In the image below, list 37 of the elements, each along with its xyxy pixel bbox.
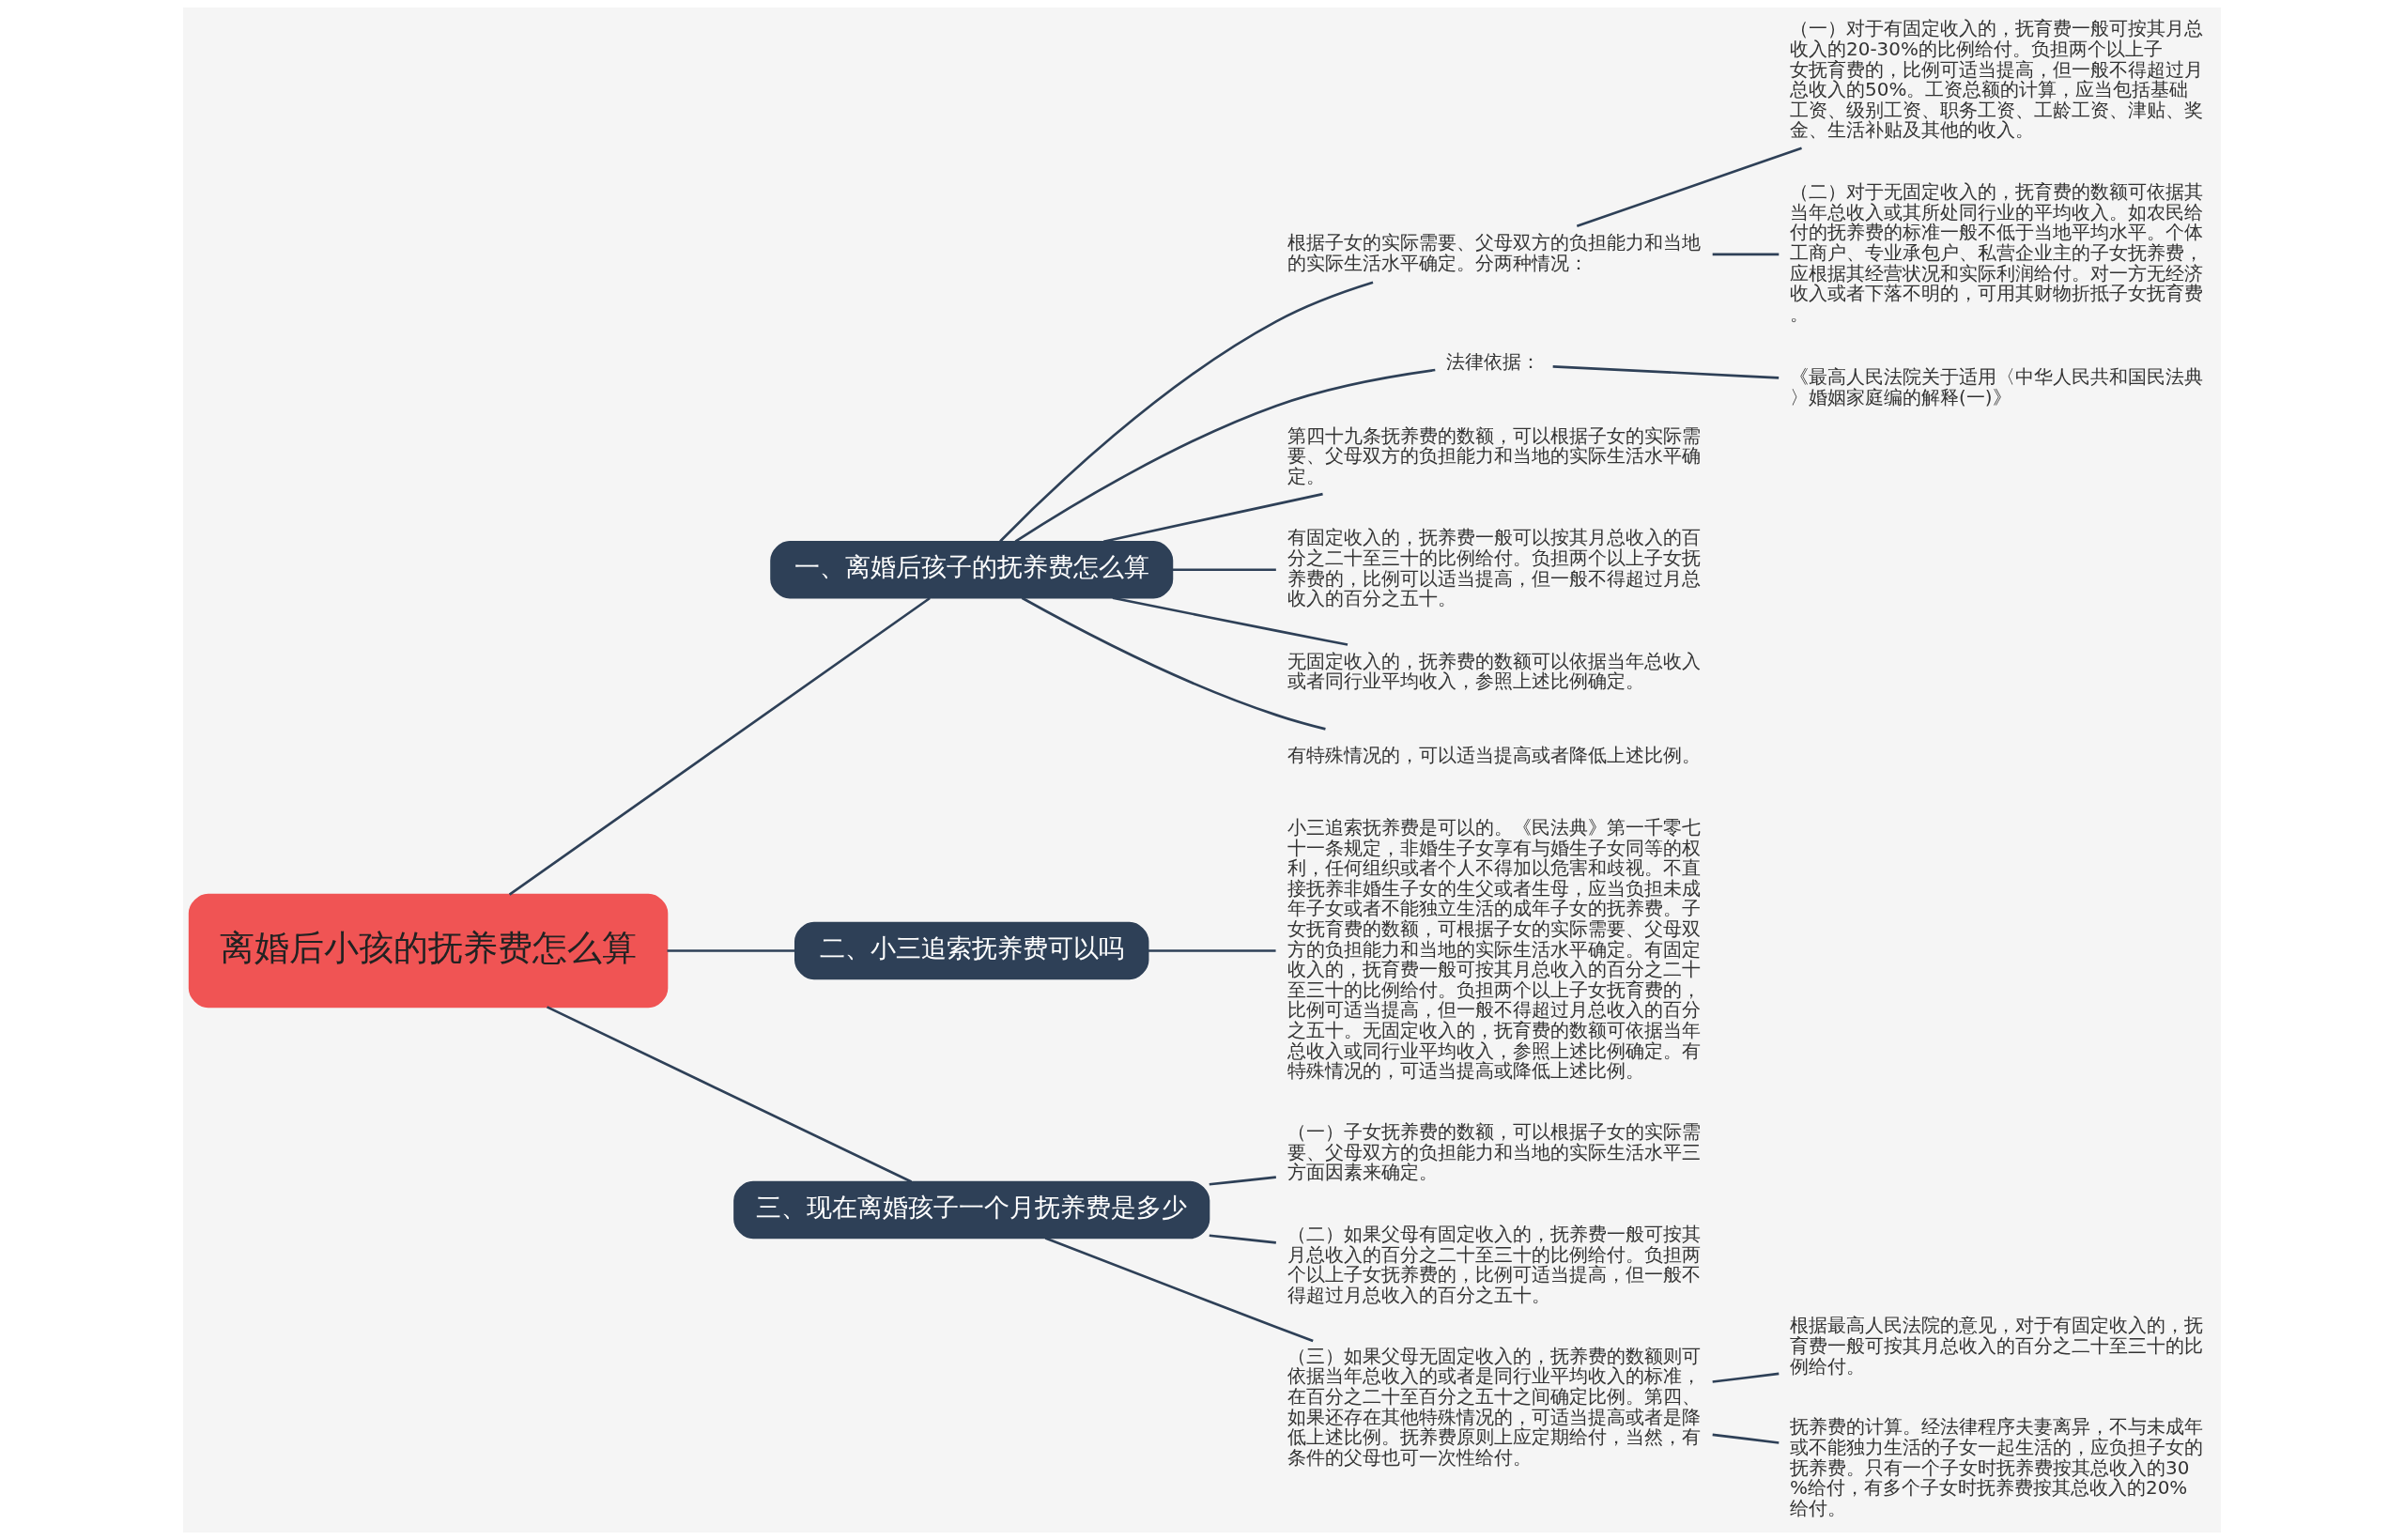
node-box: 二、小三追索抚养费可以吗: [794, 921, 1149, 980]
node-text: （一）子女抚养费的数额，可以根据子女的实际需要、父母双方的负担能力和当地的实际生活水平三方面因素来确定。: [1287, 1120, 1701, 1184]
connector: [667, 949, 795, 952]
connector: [1209, 1234, 1276, 1244]
connector: [1209, 1176, 1276, 1186]
node-box: 一、离婚后孩子的抚养费怎么算: [770, 540, 1174, 599]
node-text: 有特殊情况的，可以适当提高或者降低上述比例。: [1287, 744, 1701, 767]
connector: [1112, 596, 1348, 646]
node-text: （一）对于有固定收入的，抚育费一般可按其月总收入的20-30%的比例给付。负担两个以上子女抚育费的，比例可适当提高，但一般不得超过月总收入的50%。工资总额的计算，应当包括基础工资、级别工资、职务工资、工龄工资、津贴、奖金、生活补贴及其他的收入。: [1790, 17, 2204, 142]
node-text: （二）如果父母有固定收入的，抚养费一般可按其月总收入的百分之二十至三十的比例给付。负担两个以上子女抚养费的，比例可适当提高，但一般不得超过月总收入的百分之五十。: [1287, 1223, 1701, 1306]
connector: [1172, 568, 1276, 572]
connector: [1712, 1433, 1780, 1444]
connector: [1712, 1372, 1780, 1383]
connector: [1576, 146, 1802, 228]
connector: [1102, 492, 1323, 543]
node-text: 《最高人民法院关于适用〈中华人民共和国民法典〉婚姻家庭编的解释(一)》: [1790, 365, 2204, 408]
node-text: 根据子女的实际需要、父母双方的负担能力和当地的实际生活水平确定。分两种情况：: [1287, 231, 1701, 274]
connector: [1712, 253, 1780, 256]
node-text: 第四十九条抚养费的数额，可以根据子女的实际需要、父母双方的负担能力和当地的实际生活水平确定。: [1287, 424, 1701, 487]
connector: [508, 596, 931, 896]
connector: [1552, 365, 1780, 379]
node-text: 有固定收入的，抚养费一般可以按其月总收入的百分之二十至三十的比例给付。负担两个以上子女抚养费的，比例可以适当提高，但一般不得超过月总收入的百分之五十。: [1287, 526, 1701, 610]
connector: [1044, 1237, 1314, 1343]
node-text: 抚养费的计算。经法律程序夫妻离异，不与未成年或不能独力生活的子女一起生活的，应负担子女的抚养费。只有一个子女时抚养费按其总收入的30%给付，有多个子女时抚养费按其总收入的20%给付。: [1790, 1415, 2204, 1519]
connector: [1014, 368, 1436, 543]
connector: [547, 1006, 913, 1183]
connector: [1148, 949, 1276, 952]
node-box: 三、现在离婚孩子一个月抚养费是多少: [733, 1180, 1210, 1240]
connector: [999, 281, 1374, 543]
node-text: （二）对于无固定收入的，抚育费的数额可依据其当年总收入或其所处同行业的平均收入。如农民给付的抚养费的标准一般不低于当地平均水平。个体工商户、专业承包户、私营企业主的子女抚养费，应根据其经营状况和实际利润给付。对一方无经济收入或者下落不明的，可用其财物折抵子女抚育费。: [1790, 180, 2204, 325]
node-text: （三）如果父母无固定收入的，抚养费的数额则可依据当年总收入的或者是同行业平均收入的标准，在百分之二十至百分之五十之间确定比例。第四、如果还存在其他特殊情况的，可适当提高或者是降低上述比例。抚养费原则上应定期给付，当然，有条件的父母也可一次性给付。: [1287, 1344, 1701, 1469]
node-text: 无固定收入的，抚养费的数额可以依据当年总收入或者同行业平均收入，参照上述比例确定。: [1287, 649, 1701, 693]
connector: [1021, 596, 1326, 731]
node-text: 法律依据：: [1446, 350, 1541, 374]
node-text: 小三追索抚养费是可以的。《民法典》第一千零七十一条规定，非婚生子女享有与婚生子女同等的权利，任何组织或者个人不得加以危害和歧视。不直接抚养非婚生子女的生父或者生母，应当负担未成年子女或者不能独立生活的成年子女的抚养费。子女抚育费的数额，可根据子女的实际需要、父母双方的负担能力和当地的实际生活水平确定。有固定收入的，抚育费一般可按其月总收入的百分之二十至三十的比例给付。负担两个以上子女抚育费的，比例可适当提高，但一般不得超过月总收入的百分之五十。无固定收入的，抚育费的数额可依据当年总收入或同行业平均收入，参照上述比例确定。有特殊情况的，可适当提高或降低上述比例。: [1287, 815, 1701, 1083]
node-box: 离婚后小孩的抚养费怎么算: [188, 893, 669, 1009]
node-text: 根据最高人民法院的意见，对于有固定收入的，抚育费一般可按其月总收入的百分之二十至三十的比例给付。: [1790, 1314, 2204, 1378]
